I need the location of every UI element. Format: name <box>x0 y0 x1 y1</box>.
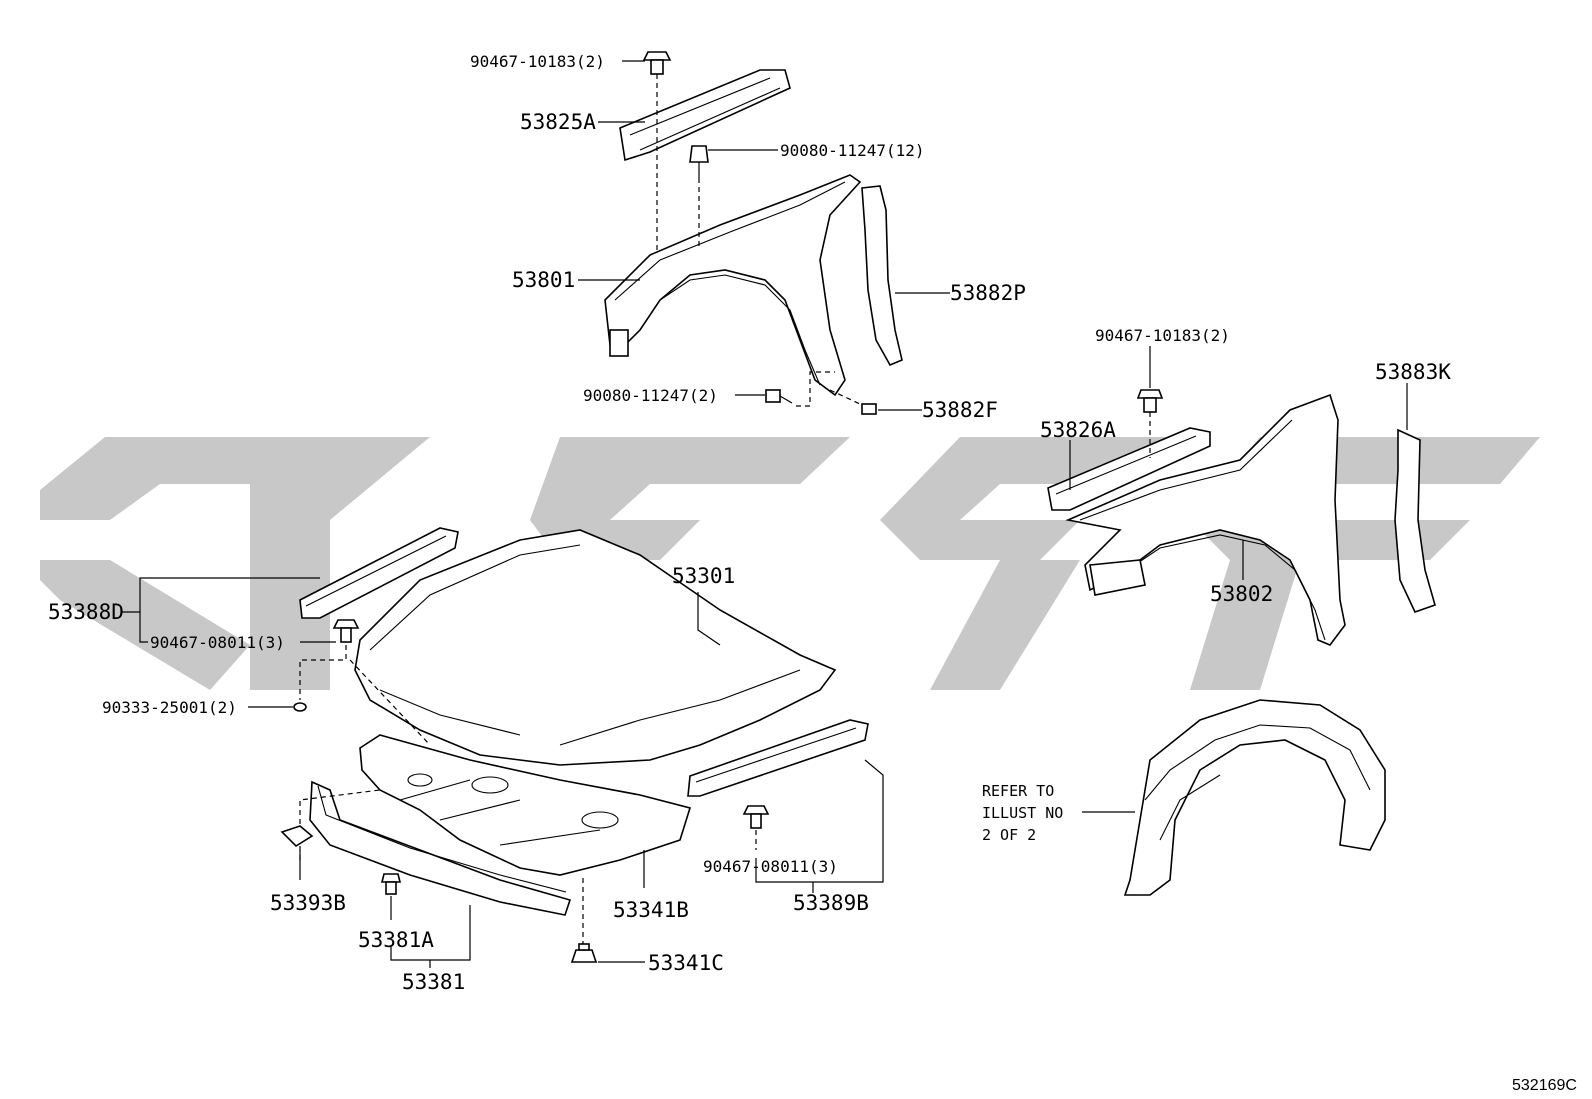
note-line-1: REFER TO <box>982 782 1054 800</box>
part-53389B-strip <box>687 719 869 797</box>
callout-90467-08011-right: 90467-08011(3) <box>703 857 838 876</box>
fastener-90080-11247-12 <box>689 145 709 178</box>
callout-53882P: 53882P <box>950 281 1026 305</box>
fender-liner-drawing <box>1123 699 1386 896</box>
callout-90467-10183-top: 90467-10183(2) <box>470 52 605 71</box>
part-53381-strip <box>309 780 572 916</box>
callout-53802: 53802 <box>1210 582 1273 606</box>
fastener-90467-08011-left <box>332 619 360 643</box>
note-line-2: ILLUST NO <box>982 804 1063 822</box>
part-90333-25001-drawing <box>293 702 307 712</box>
callout-53388D: 53388D <box>48 600 124 624</box>
part-53802-fender-right <box>1065 393 1346 646</box>
callout-90467-10183-right: 90467-10183(2) <box>1095 326 1230 345</box>
fastener-53381A <box>380 873 402 895</box>
callout-53393B: 53393B <box>270 891 346 915</box>
part-53393B-drawing <box>280 825 314 848</box>
callout-53341B: 53341B <box>613 898 689 922</box>
part-53301-hood <box>354 529 837 766</box>
part-53341B-cover <box>359 734 692 876</box>
callout-53826A: 53826A <box>1040 418 1116 442</box>
callout-53883K: 53883K <box>1375 360 1451 384</box>
leader-lines <box>122 60 1408 968</box>
callout-53381A: 53381A <box>358 928 434 952</box>
callout-90080-11247-2: 90080-11247(2) <box>583 386 718 405</box>
callout-90467-08011-left: 90467-08011(3) <box>150 633 285 652</box>
part-53882F-drawing <box>861 403 877 415</box>
callout-53341C: 53341C <box>648 951 724 975</box>
callout-90333-25001: 90333-25001(2) <box>102 698 237 717</box>
part-53882P-seal <box>861 185 903 367</box>
part-53388D-strip <box>299 527 459 619</box>
callout-53381: 53381 <box>402 970 465 994</box>
part-53826A-drawing <box>1047 427 1211 511</box>
part-53825A-drawing <box>619 69 791 162</box>
fastener-53341C <box>570 943 598 963</box>
fastener-90467-08011-right <box>742 805 770 829</box>
fastener-90080-11247-2 <box>765 389 793 404</box>
callout-53801: 53801 <box>512 268 575 292</box>
fastener-90467-10183-top <box>642 51 672 75</box>
callout-53882F: 53882F <box>922 398 998 422</box>
callout-90080-11247-12: 90080-11247(12) <box>780 141 925 160</box>
reference-code: 532169C <box>1512 1077 1577 1094</box>
part-53883K-seal <box>1394 428 1436 613</box>
callout-53389B: 53389B <box>793 891 869 915</box>
part-53801-fender-left <box>604 174 862 397</box>
callout-53825A: 53825A <box>520 110 596 134</box>
note-line-3: 2 OF 2 <box>982 826 1036 844</box>
fastener-90467-10183-right <box>1136 389 1164 413</box>
callout-53301: 53301 <box>672 564 735 588</box>
